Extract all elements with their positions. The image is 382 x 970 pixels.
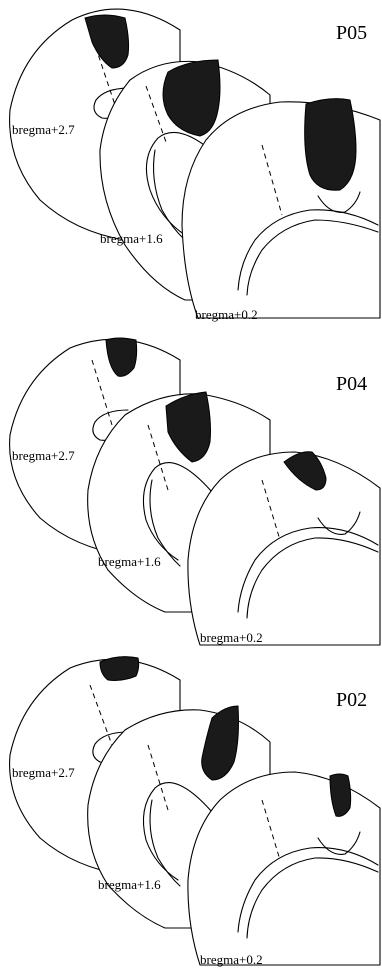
bregma-label: bregma+0.2 (200, 952, 263, 967)
bregma-label: bregma+0.2 (195, 307, 258, 322)
bregma-label: bregma+1.6 (98, 554, 161, 569)
lesion-area (100, 657, 139, 681)
bregma-label: bregma+1.6 (100, 231, 163, 246)
bregma-label: bregma+2.7 (12, 448, 75, 463)
panel-p04: P04 bregma+2.7 bregma+1.6 bregma+0.2 (10, 338, 380, 645)
subject-id-label: P02 (336, 689, 367, 711)
bregma-label: bregma+1.6 (98, 877, 161, 892)
bregma-label: bregma+2.7 (12, 122, 75, 137)
panel-p05: P05 bregma+2.7 bregma+1.6 bregma+0.2 (10, 9, 380, 322)
panel-p02: P02 bregma+2.7 bregma+1.6 bregma+0.2 (10, 657, 380, 967)
bregma-label: bregma+2.7 (12, 765, 75, 780)
subject-id-label: P05 (336, 22, 367, 44)
bregma-label: bregma+0.2 (200, 630, 263, 645)
lesion-area (305, 99, 356, 191)
subject-id-label: P04 (336, 373, 367, 395)
